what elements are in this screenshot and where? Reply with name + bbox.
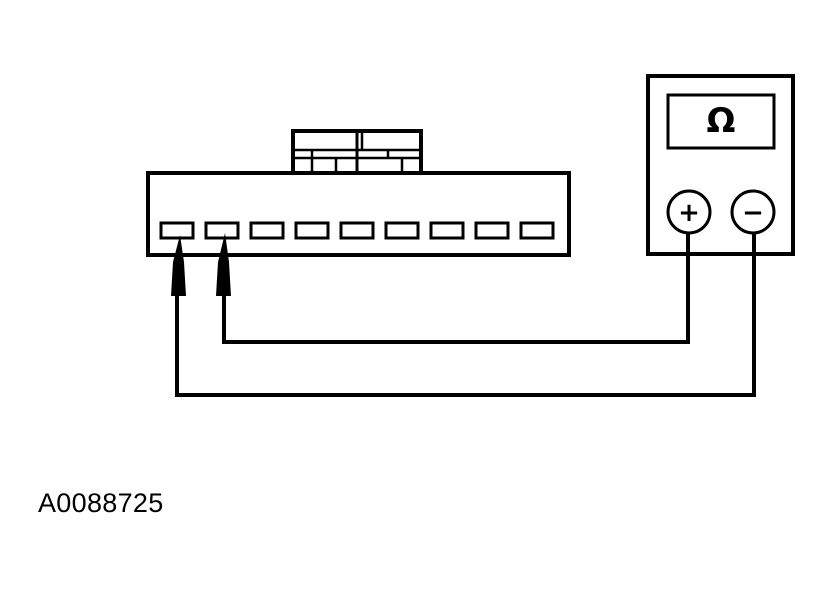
- probe-tip-pin-2: [216, 233, 231, 296]
- connector-body: [146, 171, 571, 257]
- connector-pin-3: [249, 221, 285, 240]
- positive-lead: [222, 232, 690, 344]
- ohmmeter: Ω + −: [646, 74, 795, 256]
- test-leads: [175, 232, 756, 397]
- negative-terminal-label: −: [742, 198, 764, 228]
- connector-pin-7: [429, 221, 465, 240]
- positive-terminal: [666, 189, 712, 235]
- connector-latch: [291, 129, 423, 175]
- probe-tips: [171, 233, 231, 296]
- connector-pin-5: [339, 221, 375, 240]
- probe-tip-pin-1: [171, 235, 186, 296]
- connector-pin-6: [384, 221, 420, 240]
- figure-id: A0088725: [38, 488, 164, 518]
- connector: [146, 129, 571, 257]
- meter-body: [646, 74, 795, 256]
- meter-display: [666, 93, 776, 150]
- negative-lead: [175, 232, 756, 397]
- connector-pin-8: [474, 221, 510, 240]
- negative-terminal: [730, 189, 776, 235]
- connector-pins: [159, 221, 555, 240]
- connector-pin-1: [159, 221, 195, 240]
- positive-terminal-label: +: [678, 198, 700, 228]
- connector-pin-4: [294, 221, 330, 240]
- connector-pin-2: [204, 221, 240, 240]
- ohm-symbol: Ω: [707, 101, 736, 141]
- connector-pin-9: [519, 221, 555, 240]
